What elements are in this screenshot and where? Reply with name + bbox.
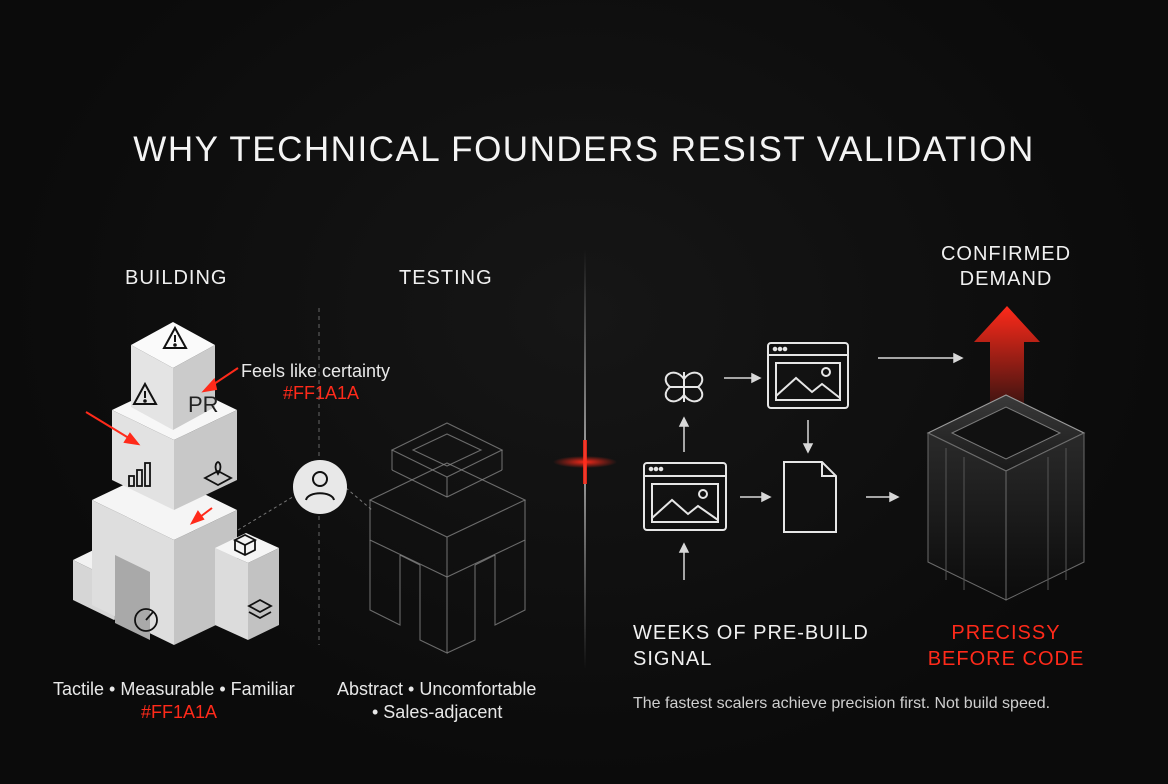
document-icon	[783, 461, 837, 533]
precision-label-line2: BEFORE CODE	[927, 648, 1085, 670]
signal-label-line2: SIGNAL	[633, 648, 713, 670]
arrow-icon	[678, 352, 964, 580]
certainty-color-code: #FF1A1A	[283, 383, 360, 403]
bar-chart-icon	[128, 462, 151, 487]
red-arrow-icon	[85, 367, 239, 525]
cube-icon	[232, 533, 258, 557]
certainty-callout: Feels like certainty	[241, 361, 391, 381]
warning-icon	[132, 381, 158, 405]
building-color-code: #FF1A1A	[141, 702, 218, 722]
building-heading: BUILDING	[125, 267, 228, 289]
footer-note: The fastest scalers achieve precision fi…	[633, 695, 1051, 712]
up-arrow-icon	[974, 306, 1040, 430]
signal-label-line1: WEEKS OF PRE-BUILD	[633, 622, 869, 644]
precision-label-line1: PRECISSY	[951, 622, 1061, 644]
image-window-icon	[643, 462, 727, 531]
image-window-icon	[767, 342, 849, 409]
warning-icon	[162, 325, 188, 349]
user-icon	[237, 460, 373, 531]
demand-heading-line1: CONFIRMED	[940, 243, 1072, 265]
testing-wireframe-structure	[368, 422, 527, 654]
center-divider	[553, 250, 617, 670]
demand-heading-line2: DEMAND	[959, 268, 1053, 290]
testing-heading: TESTING	[399, 267, 493, 289]
gauge-icon	[134, 608, 158, 632]
clover-icon	[664, 371, 704, 403]
page-title: WHY TECHNICAL FOUNDERS RESIST VALIDATION	[133, 130, 1035, 169]
map-pin-icon	[203, 461, 233, 487]
testing-caption-line2: • Sales-adjacent	[372, 702, 503, 722]
testing-caption-line1: Abstract • Uncomfortable	[337, 679, 537, 699]
building-block-stack	[73, 322, 279, 645]
building-caption: Tactile • Measurable • Familiar	[53, 679, 295, 699]
block-pr-label: PR	[188, 392, 219, 417]
precision-pillar	[926, 394, 1086, 601]
layers-icon	[247, 598, 273, 620]
